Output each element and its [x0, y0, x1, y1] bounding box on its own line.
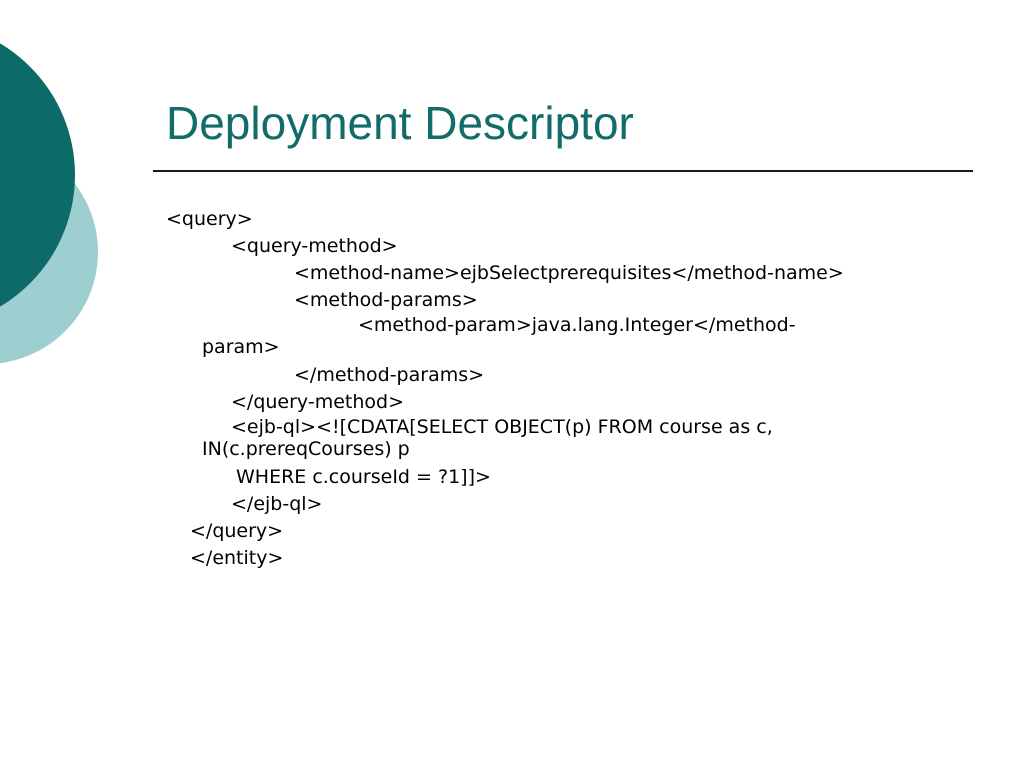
code-line-continuation: param> [202, 336, 280, 358]
code-line: </query-method> [231, 391, 404, 413]
code-line-wrapped: <ejb-ql><![CDATA[SELECT OBJECT(p) FROM c… [166, 416, 986, 464]
code-line-part: <method-param>java.lang.Integer</method- [358, 314, 796, 336]
code-line-continuation: IN(c.prereqCourses) p [202, 438, 410, 460]
code-line: </ejb-ql> [231, 493, 323, 515]
code-line: </query> [190, 520, 284, 542]
decorative-circles [0, 43, 98, 364]
code-line-wrapped: <method-param>java.lang.Integer</method-… [166, 314, 986, 362]
code-line: </entity> [190, 547, 284, 569]
code-line: <query-method> [231, 235, 398, 257]
code-line-part: <ejb-ql><![CDATA[SELECT OBJECT(p) FROM c… [231, 416, 773, 438]
slide-title: Deployment Descriptor [166, 97, 634, 149]
code-line: </method-params> [294, 364, 485, 386]
slide-body: <query> <query-method> <method-name>ejbS… [166, 206, 986, 572]
code-line: <method-name>ejbSelectprerequisites</met… [294, 262, 844, 284]
code-line: <query> [166, 208, 253, 230]
dark-teal-circle [0, 43, 75, 307]
code-line: <method-params> [294, 289, 478, 311]
title-underline [153, 170, 973, 172]
code-line: WHERE c.courseId = ?1]]> [236, 466, 491, 488]
